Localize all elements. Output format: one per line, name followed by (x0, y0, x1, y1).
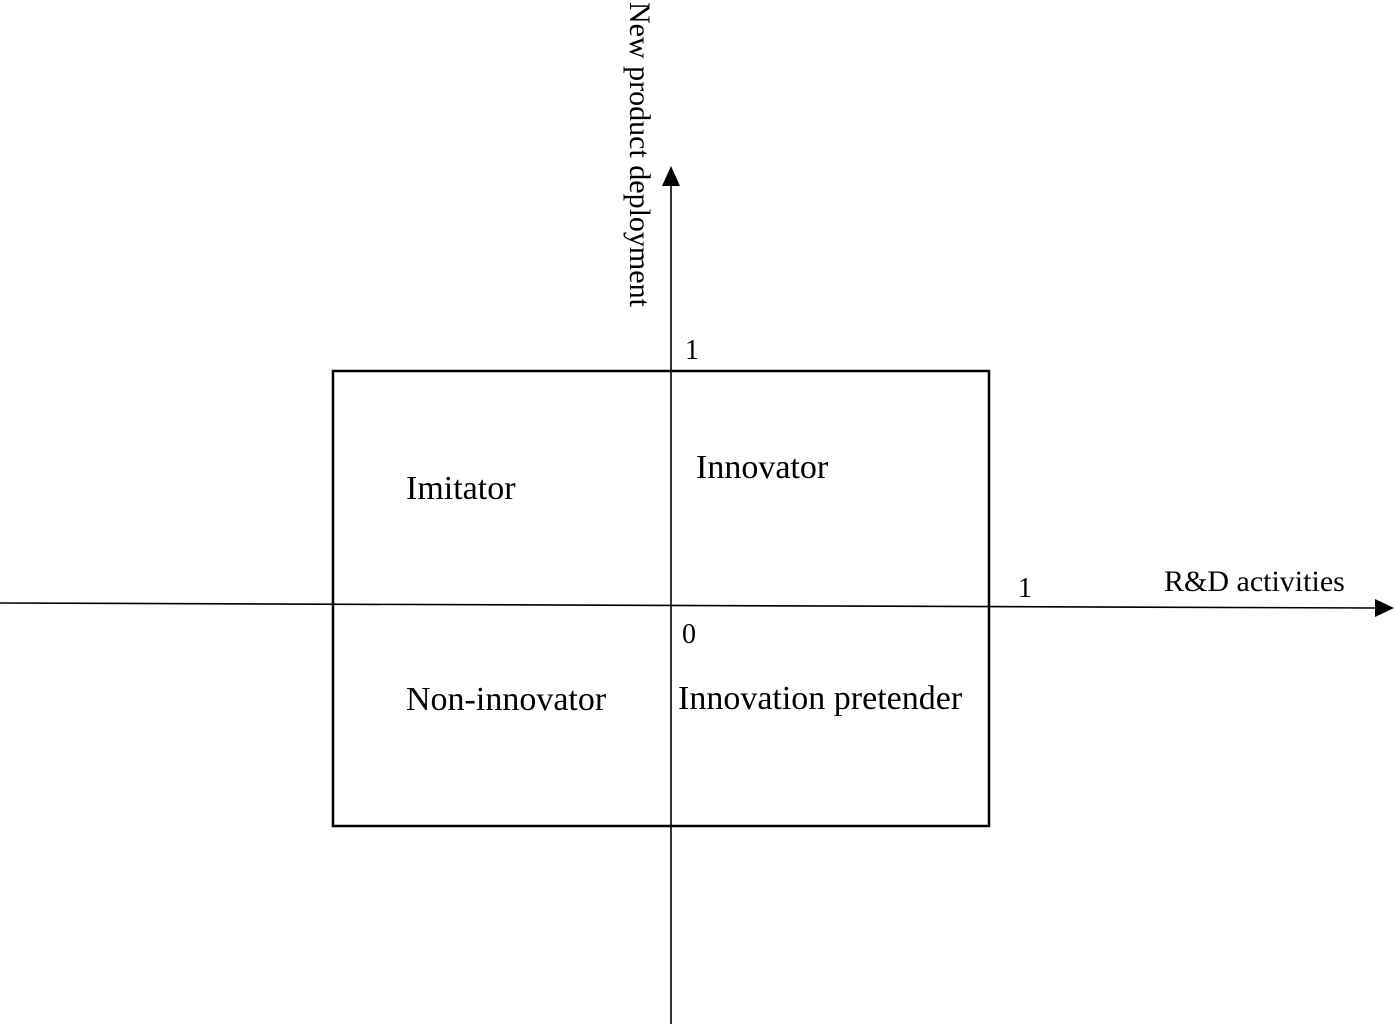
quadrant-label-innovator: Innovator (696, 449, 829, 486)
quadrant-label-non-innovator: Non-innovator (406, 681, 607, 718)
quadrant-box (331, 369, 991, 828)
x-axis-max-label: 1 (1018, 573, 1032, 604)
x-axis (0, 602, 1377, 609)
quadrant-label-imitator: Imitator (406, 470, 516, 507)
y-axis-arrowhead (662, 166, 680, 186)
y-axis-max-label: 1 (685, 335, 699, 366)
origin-label: 0 (682, 619, 696, 650)
x-axis-title: R&D activities (1164, 565, 1345, 598)
y-axis-title: New product deployment (623, 2, 656, 308)
x-axis-arrowhead (1375, 599, 1394, 617)
quadrant-label-innovation-pretender: Innovation pretender (678, 680, 963, 717)
